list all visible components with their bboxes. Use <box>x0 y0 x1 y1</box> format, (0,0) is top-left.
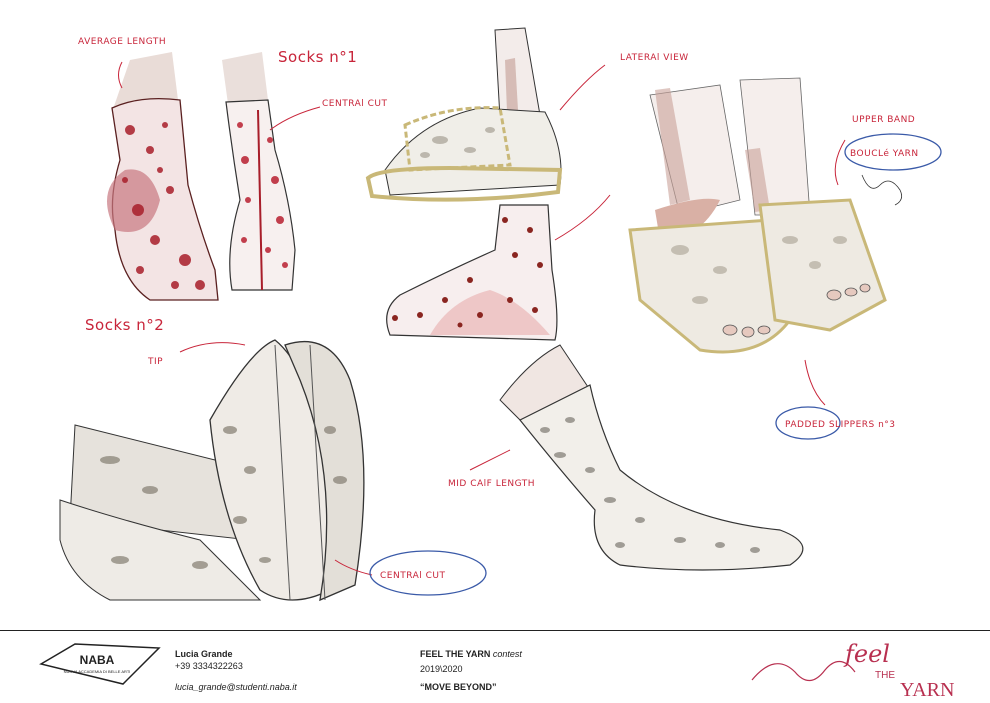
label-lateral-view: LATERAl VIEW <box>620 53 689 63</box>
brand-the: THE <box>875 670 895 681</box>
annotations: AVERAGE LENGTH Socks n°1 CENTRAl CUT LAT… <box>78 37 942 596</box>
author-block: Lucia Grande +39 3334322263 lucia_grande… <box>175 648 297 693</box>
author-email[interactable]: lucia_grande@studenti.naba.it <box>175 682 297 692</box>
socks-2-sketch <box>59 339 373 602</box>
contest-suffix: contest <box>492 649 522 659</box>
label-padded-slippers: PADDED SLIPPERS n°3 <box>785 420 896 430</box>
label-boucle-yarn: BOUCLé YARN <box>850 148 919 159</box>
contest-block: FEEL THE YARN contest 2019\2020 “MOVE BE… <box>420 648 522 693</box>
footer-bar <box>0 630 990 701</box>
mid-calf-sketch <box>469 344 804 571</box>
label-mid-calf-length: MID CAlF LENGTH <box>448 479 535 489</box>
label-socks-2: Socks n°2 <box>85 316 164 334</box>
contest-years: 2019\2020 <box>420 664 463 674</box>
brand-feel: feel <box>843 640 890 668</box>
logo-title: NABA <box>80 653 115 667</box>
logo-subtitle: NUOVA ACCADEMIA DI BELLE ARTI <box>64 669 131 674</box>
contest-name: FEEL THE YARN <box>420 649 491 659</box>
brand-yarn: YARN <box>900 679 954 698</box>
feel-the-yarn-logo: feel THE YARN <box>750 632 985 703</box>
label-average-length: AVERAGE LENGTH <box>78 37 166 47</box>
socks-1-sketch <box>107 52 321 301</box>
lateral-view-sketch <box>365 27 611 341</box>
slippers-3-sketch <box>628 77 903 406</box>
naba-logo: NABA NUOVA ACCADEMIA DI BELLE ARTI <box>35 640 165 693</box>
author-phone: +39 3334322263 <box>175 661 243 671</box>
label-upper-band: UPPER BAND <box>852 115 915 125</box>
label-central-cut-2: CENTRAl CUT <box>380 571 445 581</box>
label-central-cut-1: CENTRAl CUT <box>322 99 387 109</box>
contest-theme: “MOVE BEYOND” <box>420 682 497 692</box>
author-name: Lucia Grande <box>175 649 233 659</box>
label-tip: TIP <box>147 357 163 367</box>
label-socks-1: Socks n°1 <box>278 48 357 66</box>
sketch-canvas: AVERAGE LENGTH Socks n°1 CENTRAl CUT LAT… <box>59 27 942 602</box>
